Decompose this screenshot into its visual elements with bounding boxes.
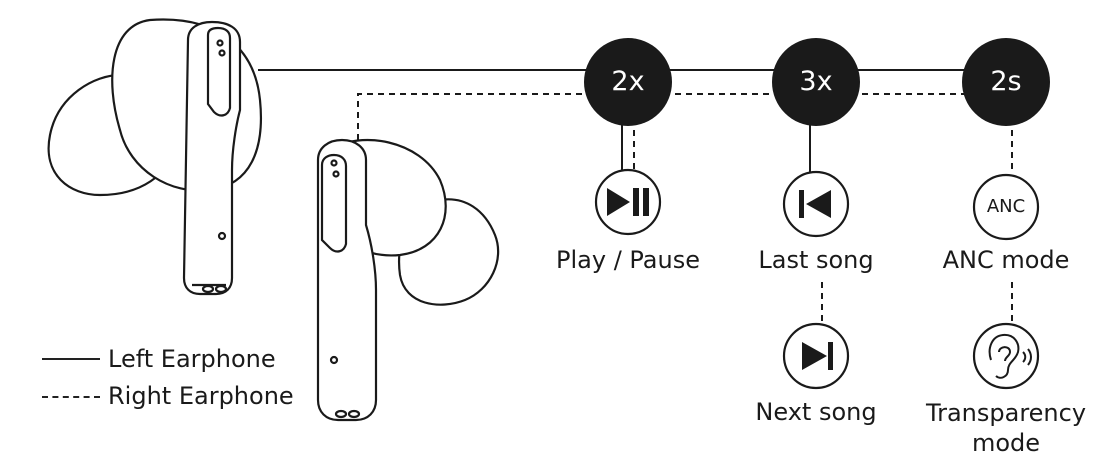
transparency-mode-label: Transparency mode xyxy=(925,399,1087,457)
badge-2s-label: 2s xyxy=(990,66,1022,97)
right-connector-line xyxy=(357,93,1012,140)
transparency-icon-circle xyxy=(972,322,1040,390)
badge-3x xyxy=(772,38,860,126)
anc-icon-circle xyxy=(972,173,1040,241)
legend-right-earphone: Right Earphone xyxy=(108,382,294,410)
legend-dashed-line xyxy=(42,396,100,398)
next-song-label: Next song xyxy=(755,398,877,426)
badge-2x xyxy=(584,38,672,126)
badge-2x-label: 2x xyxy=(611,66,645,97)
anc-mode-label: ANC mode xyxy=(942,246,1070,274)
ear-transparency-icon xyxy=(988,333,1032,379)
left-earphone-illustration xyxy=(47,18,262,296)
legend-solid-line xyxy=(42,358,100,360)
badge-2s xyxy=(962,38,1050,126)
play-pause-icon xyxy=(607,188,649,216)
next-track-icon xyxy=(802,342,833,370)
previous-track-icon xyxy=(799,190,831,218)
badge-3x-label: 3x xyxy=(799,66,833,97)
last-song-label: Last song xyxy=(758,246,874,274)
legend-left-earphone: Left Earphone xyxy=(108,345,276,373)
play-pause-label: Play / Pause xyxy=(556,246,700,274)
right-earphone-illustration xyxy=(316,138,500,422)
anc-icon: ANC xyxy=(986,196,1026,217)
